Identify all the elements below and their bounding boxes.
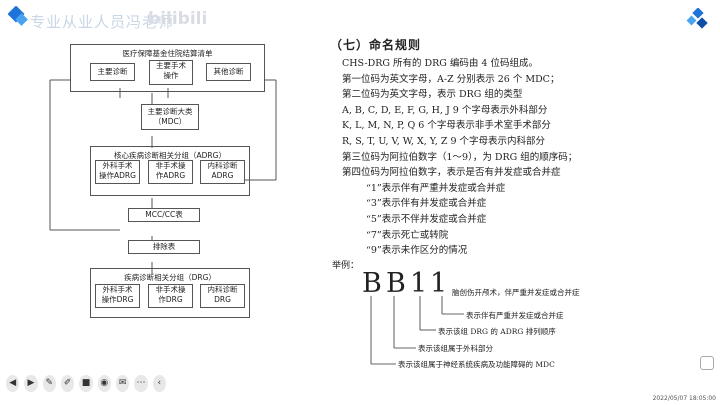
app-logo-icon: [8, 6, 28, 26]
rule-line: 第二位码为英文字母，表示 DRG 组的类型: [342, 89, 523, 101]
example-char-3: 1: [410, 268, 428, 299]
adrg-group: 核心疾病诊断相关分组（ADRG）: [90, 146, 250, 196]
naming-rules: CHS-DRG 所有的 DRG 编码由 4 位码组成。 第一位码为英文字母，A-…: [342, 56, 577, 259]
exclude-box: 排除表: [128, 240, 200, 254]
chat-icon[interactable]: ✉: [115, 374, 130, 392]
video-icon[interactable]: ■: [79, 374, 93, 392]
example-label: 举例：: [332, 261, 360, 271]
example-note-0: 脑创伤开颅术，伴严重并发症或合并症: [452, 288, 580, 297]
drg-internal-box: 内科诊断 DRG: [200, 284, 245, 308]
rule-sub-line: “9”表示未作区分的情况: [366, 245, 468, 257]
adrg-internal-box: 内科诊断 ADRG: [200, 160, 245, 184]
example-char-2: B: [386, 268, 406, 299]
mcc-cc-box: MCC/CC表: [128, 208, 200, 222]
other-diagnosis-box: 其他诊断: [206, 63, 251, 81]
rule-line: 第四位码为阿拉伯数字，表示是否有并发症或合并症: [342, 167, 561, 179]
example-char-1: B: [362, 268, 382, 299]
drg-group: 疾病诊断相关分组（DRG）: [90, 268, 250, 318]
example-note-2: 表示该组 DRG 的 ADRG 排列顺序: [438, 327, 556, 336]
bilibili-watermark: bilibili: [148, 9, 208, 29]
presentation-toolbar: ◀ ▶ ✎ ✐ ■ ◉ ✉ ⋯ ‹: [0, 369, 166, 397]
adrg-nonsurgery-box: 非手术操 作ADRG: [148, 160, 193, 184]
rule-line: CHS-DRG 所有的 DRG 编码由 4 位码组成。: [342, 58, 538, 69]
pencil-icon[interactable]: ✐: [60, 374, 75, 392]
rule-sub-line: “5”表示不伴并发症或合并症: [366, 213, 487, 225]
rule-line: 第三位码为阿拉伯数字（1～9），为 DRG 组的顺序码；: [342, 151, 578, 163]
play-icon[interactable]: ▶: [24, 374, 38, 392]
rule-line: A, B, C, D, E, F, G, H, J 9 个字母表示外科部分: [342, 104, 548, 116]
main-procedure-box: 主要手术 操作: [149, 60, 193, 85]
rule-line: 第一位码为英文字母，A-Z 分别表示 26 个 MDC；: [342, 73, 560, 85]
rule-line: K, L, M, N, P, Q 6 个字母表示非手术室手术部分: [342, 120, 551, 132]
example-brackets: [370, 296, 464, 365]
timestamp: 2022/05/07 18:05:00: [652, 395, 716, 402]
settlement-list-group: 医疗保障基金住院结算清单: [70, 44, 265, 92]
adrg-title: 核心疾病诊断相关分组（ADRG）: [114, 151, 226, 160]
settlement-list-title: 医疗保障基金住院结算清单: [122, 49, 213, 58]
camera-icon[interactable]: ◉: [97, 374, 111, 392]
example-note-1: 表示伴有严重并发症或合并症: [466, 311, 564, 320]
example-char-4: 1: [430, 268, 448, 299]
example-note-4: 表示该组属于神经系统疾病及功能障碍的 MDC: [398, 360, 555, 369]
watermark-text: 专业从业人员冯老师: [30, 13, 175, 31]
drg-surgery-box: 外科手术 操作DRG: [95, 284, 140, 308]
more-icon[interactable]: ⋯: [134, 374, 148, 392]
page-thumbnail-icon[interactable]: [700, 356, 714, 370]
rule-line: R, S, T, U, V, W, X, Y, Z 9 个字母表示内科部分: [342, 135, 546, 147]
prev-icon[interactable]: ‹: [152, 374, 166, 392]
drg-nonsurgery-box: 非手术操 作DRG: [148, 284, 193, 308]
example-note-3: 表示该组属于外科部分: [418, 344, 493, 353]
back-icon[interactable]: ◀: [6, 374, 20, 392]
rule-sub-line: “1”表示伴有严重并发症或合并症: [366, 182, 506, 194]
rule-sub-line: “7”表示死亡或转院: [366, 229, 449, 241]
drg-title: 疾病诊断相关分组（DRG）: [124, 273, 216, 282]
section-title: （七）命名规则: [330, 38, 422, 52]
main-diagnosis-box: 主要诊断: [90, 63, 135, 81]
corner-logo-icon: [686, 8, 708, 29]
rule-sub-line: “3”表示伴有并发症或合并症: [366, 198, 487, 210]
pen-icon[interactable]: ✎: [42, 374, 56, 392]
adrg-surgery-box: 外科手术 操作ADRG: [95, 160, 140, 184]
mdc-box: 主要诊断大类 （MDC）: [141, 104, 199, 130]
